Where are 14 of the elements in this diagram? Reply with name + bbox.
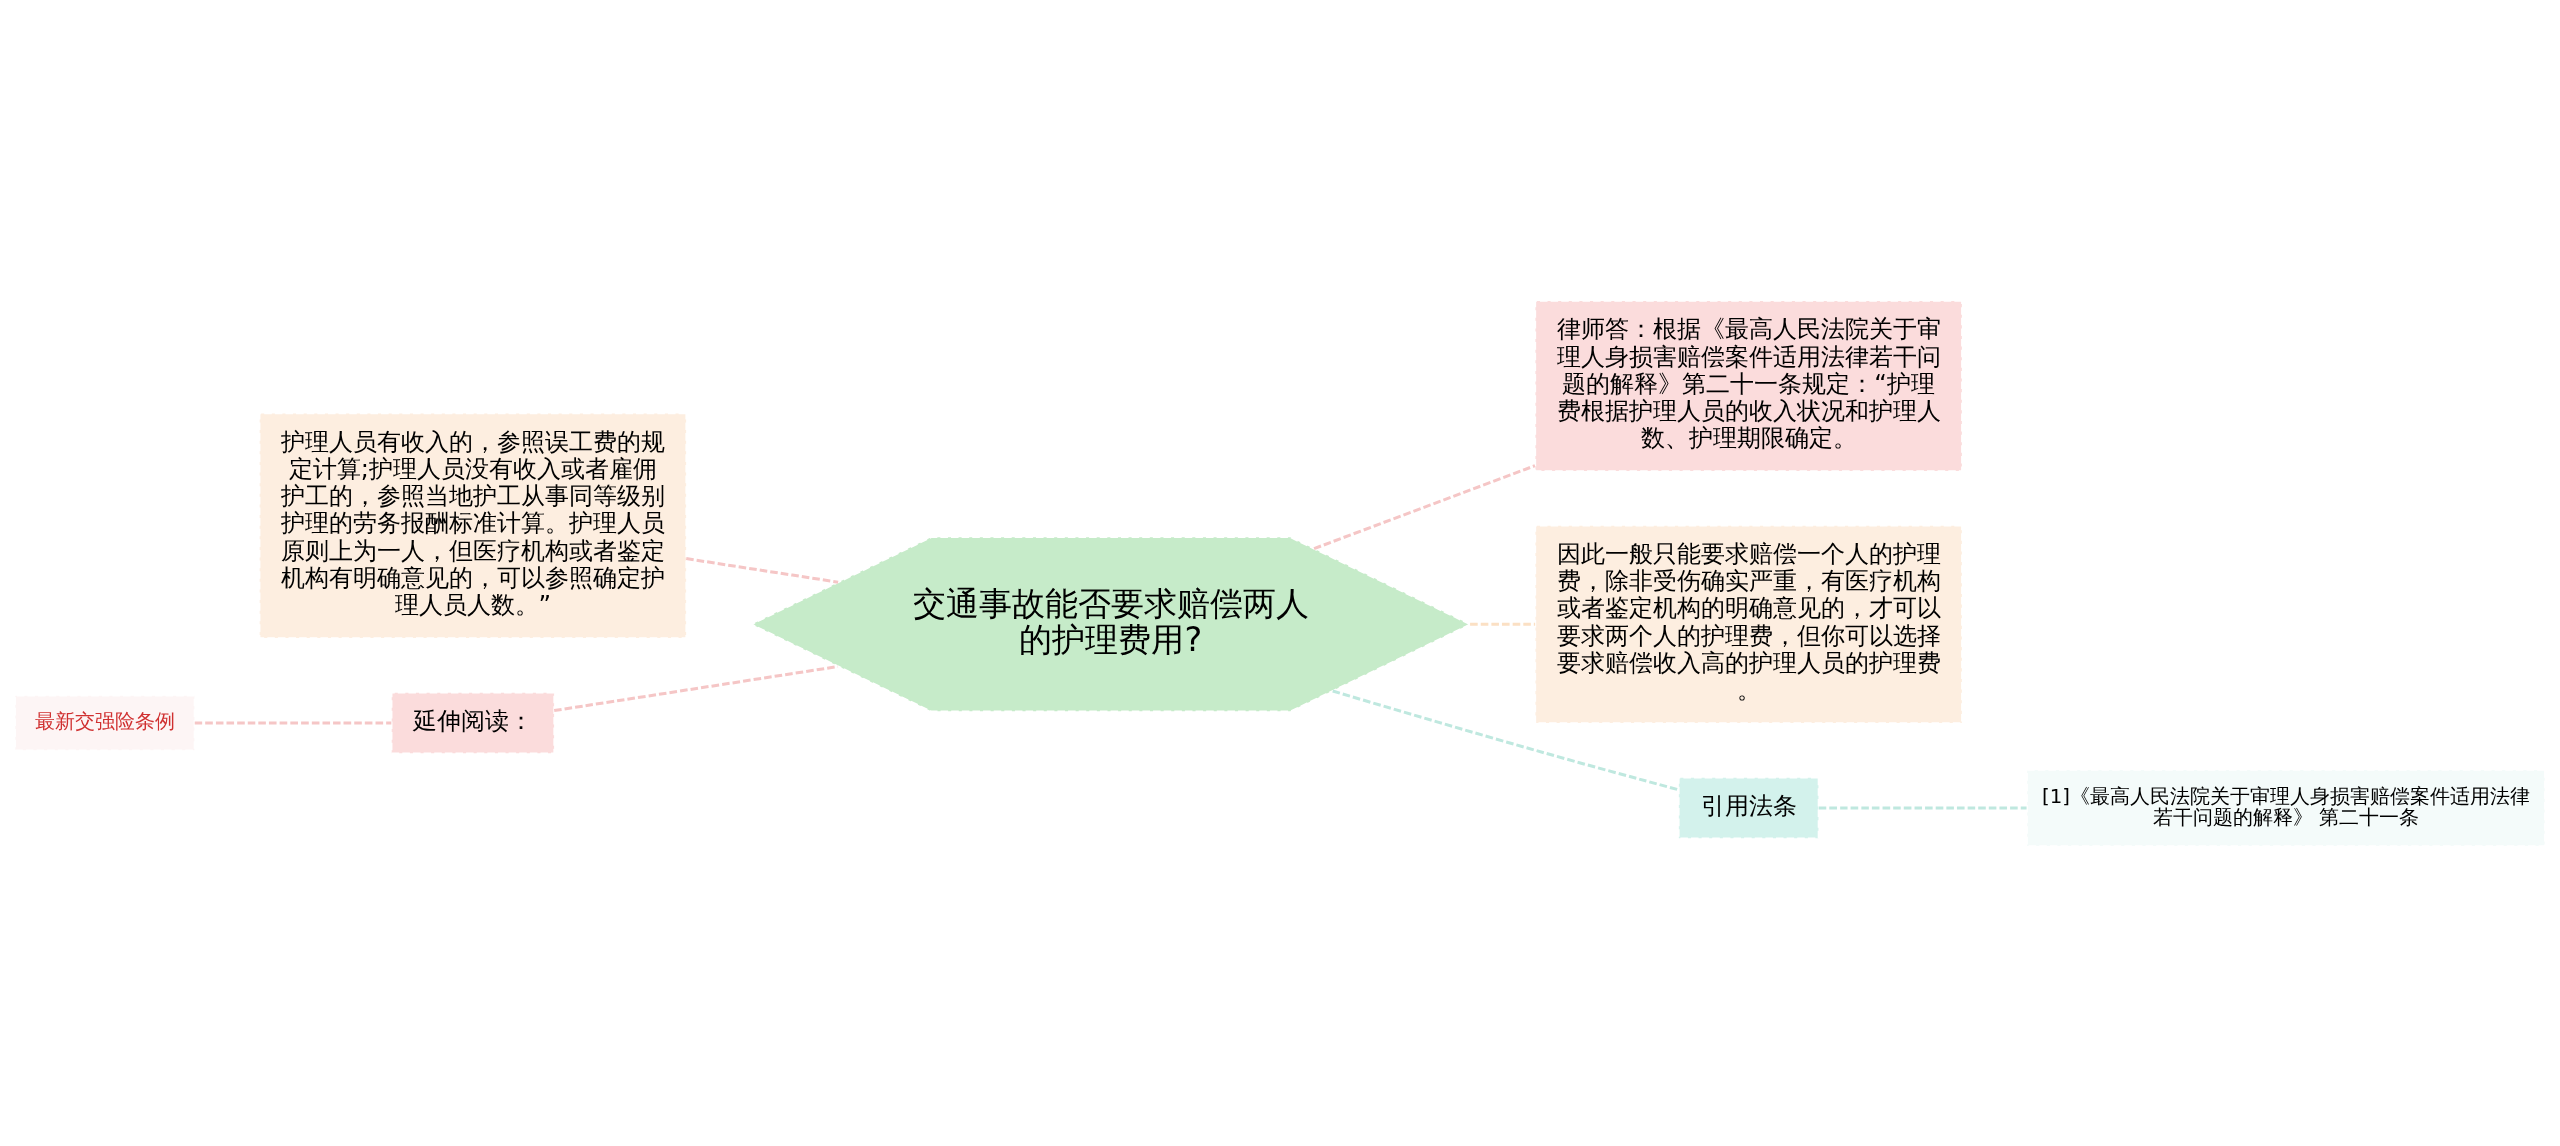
node-box: 律师答：根据《最高人民法院关于审理人身损害赔偿案件适用法律若干问题的解释》第二十一条规定：“护理费根据护理人员的收入状况和护理人数、护理期限确定。 [1534, 299, 1963, 472]
node-box: 引用法条 [1678, 776, 1820, 839]
connector [1470, 622, 1536, 626]
connector [1818, 805, 2027, 809]
connector [1332, 689, 1679, 791]
node-box: [1]《最高人民法院关于审理人身损害赔偿案件适用法律若干问题的解释》 第二十一条 [2026, 768, 2546, 847]
node-box: 延伸阅读： [390, 691, 555, 754]
node-box: 护理人员有收入的，参照误工费的规定计算;护理人员没有收入或者雇佣护工的，参照当地护工从事同等级别护理的劳务报酬标准计算。护理人员原则上为一人，但医疗机构或者鉴定机构有明确意见的，可以参照确定护理人员人数。” [258, 412, 687, 639]
node-box: 因此一般只能要求赔偿一个人的护理费，除非受伤确实严重，有医疗机构或者鉴定机构的明确意见的，才可以要求两个人的护理费，但你可以选择要求赔偿收入高的护理人员的护理费。 [1534, 524, 1963, 724]
node-box: 最新交强险条例 [14, 694, 196, 751]
connector [553, 664, 839, 712]
connector [1313, 463, 1536, 550]
connector [686, 556, 839, 584]
connector [194, 720, 392, 724]
